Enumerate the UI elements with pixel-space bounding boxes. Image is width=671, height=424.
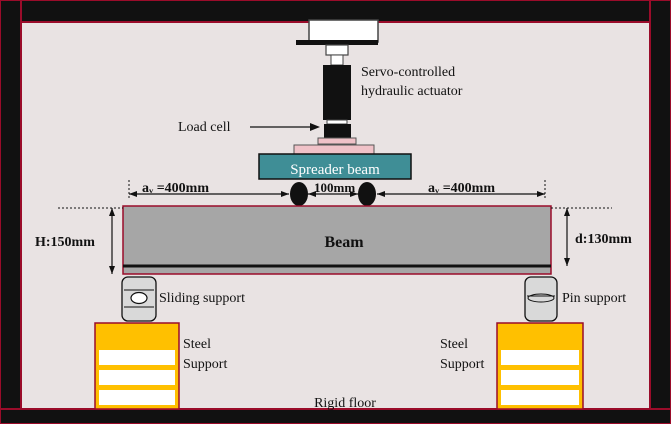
load-cell [324, 124, 351, 139]
steel-support-left-label-line2: Support [183, 357, 227, 372]
rigid-floor-slab [0, 408, 671, 424]
steel-support-left-slot-1 [99, 350, 175, 365]
steel-support-left-label-line1: Steel [183, 337, 211, 352]
frame-top [0, 0, 671, 23]
height-label: H:150mm [35, 235, 95, 250]
pin-support-ring [527, 293, 555, 303]
actuator-mount [308, 19, 379, 43]
steel-support-right-label-line1: Steel [440, 337, 468, 352]
spreader-beam [258, 153, 412, 180]
load-plate-top [317, 137, 357, 145]
pin-support-roller [524, 276, 558, 322]
frame-right-column [649, 0, 671, 424]
load-cell-arrowhead [310, 123, 320, 131]
beam-label: Beam [324, 234, 364, 251]
sliding-support-ball [130, 291, 148, 305]
arrowhead-height-bottom [109, 266, 115, 274]
arrowhead-av-left-start [129, 191, 137, 197]
spacing-label: 100mm [314, 180, 355, 195]
arrowhead-av-right-end [537, 191, 545, 197]
steel-support-right-slot-2 [501, 370, 579, 385]
hydraulic-actuator [323, 65, 351, 120]
steel-support-left-slot-2 [99, 370, 175, 385]
actuator-coupler [325, 44, 349, 56]
steel-support-right-label-line2: Support [440, 357, 484, 372]
arrowhead-av-left-end [281, 191, 289, 197]
pin-support-label: Pin support [562, 291, 626, 306]
actuator-rod [330, 54, 344, 66]
actuator-label-line2: hydraulic actuator [361, 84, 463, 99]
sliding-support-label: Sliding support [159, 291, 245, 306]
steel-support-left-slot-3 [99, 390, 175, 405]
arrowhead-av-right-start [377, 191, 385, 197]
load-cell-label: Load cell [178, 120, 231, 135]
load-roller-right [358, 182, 376, 206]
rigid-floor-label: Rigid floor [314, 396, 376, 411]
effective-depth-label: d:130mm [575, 232, 632, 247]
actuator-label-line1: Servo-controlled [361, 65, 455, 80]
arrowhead-spacing-end [350, 191, 358, 197]
arrowhead-depth-bottom [564, 258, 570, 266]
actuator-mount-plate [296, 40, 378, 45]
steel-support-right-slot-1 [501, 350, 579, 365]
frame-left-column [0, 0, 22, 424]
actuator-piston [326, 119, 348, 125]
arrowhead-height-top [109, 208, 115, 216]
load-roller-left [290, 182, 308, 206]
load-plate-bottom [293, 144, 375, 155]
arrowhead-spacing-start [308, 191, 316, 197]
arrowhead-depth-top [564, 208, 570, 216]
spreader-beam-label: Spreader beam [290, 162, 380, 178]
concrete-beam [122, 205, 552, 275]
steel-support-right-slot-3 [501, 390, 579, 405]
av-left-label: aᵥ =400mm [142, 181, 209, 196]
av-right-label: aᵥ =400mm [428, 181, 495, 196]
